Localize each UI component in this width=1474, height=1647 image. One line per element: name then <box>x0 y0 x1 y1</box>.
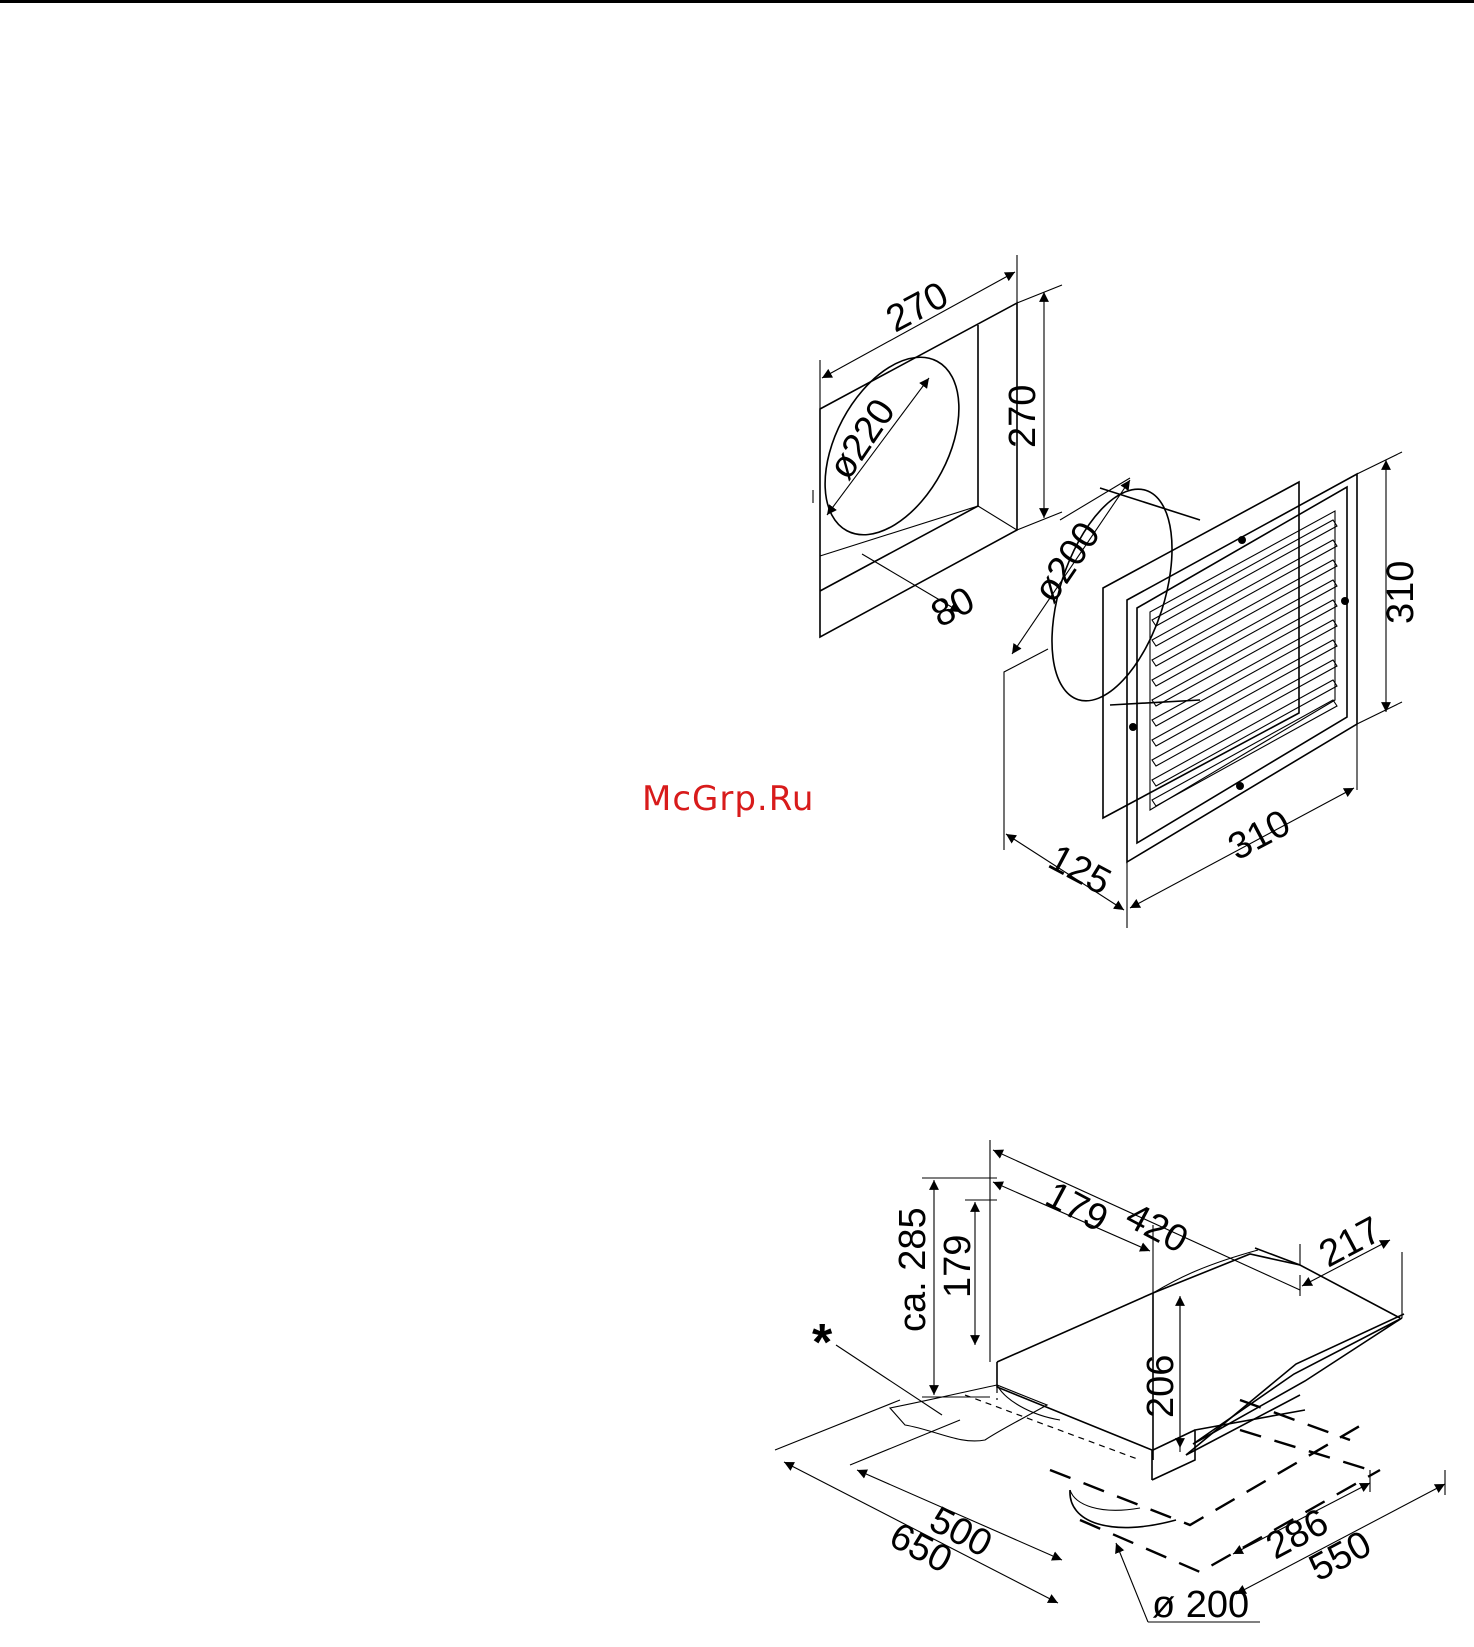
dim-top-width: 217 <box>1300 1209 1402 1318</box>
dim-label: 217 <box>1313 1209 1389 1276</box>
dim-plate-diameter: ø220 <box>821 378 929 515</box>
dim-total-depth: 125 <box>1006 834 1124 910</box>
asterisk-label: * <box>812 1314 833 1372</box>
dim-label: ø 200 <box>1152 1584 1249 1626</box>
dim-label: 310 <box>1222 802 1298 869</box>
dim-label: 270 <box>880 274 956 341</box>
watermark-text: McGrp.Ru <box>642 779 814 819</box>
dim-label: 206 <box>1140 1355 1182 1418</box>
dim-inner-height: 179 <box>937 1200 997 1345</box>
dim-label: ca. 285 <box>892 1207 934 1332</box>
dim-front-height: 206 <box>1140 1296 1182 1448</box>
dim-label: 125 <box>1042 837 1118 904</box>
dim-label: 270 <box>1002 385 1044 448</box>
dim-plate-height: 270 <box>1002 285 1062 530</box>
dim-label: 310 <box>1380 561 1422 624</box>
dim-base-width: 286 550 <box>1233 1470 1445 1594</box>
dim-pipe-diameter: ø200 <box>1004 478 1130 850</box>
dim-label: 179 <box>937 1235 979 1298</box>
dim-plate-depth: 80 <box>862 554 982 636</box>
dim-pipe-diameter-bottom: ø 200 <box>1116 1543 1260 1626</box>
dim-plate-width: 270 <box>820 255 1017 409</box>
dim-base-length: 500 650 <box>775 1400 1062 1603</box>
dim-label: 80 <box>925 579 982 636</box>
dim-label: 420 <box>1119 1195 1195 1262</box>
dim-grille-height: 310 <box>1357 452 1422 724</box>
